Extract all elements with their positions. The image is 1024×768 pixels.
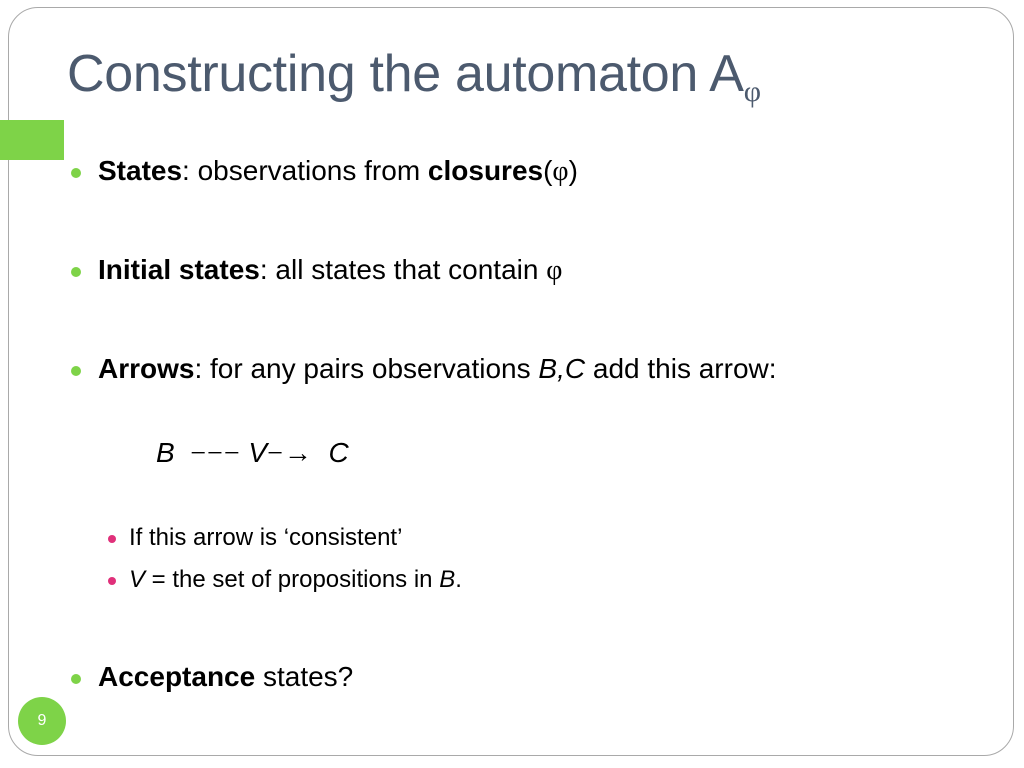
accent-bar	[0, 120, 64, 160]
sub-bullet-period: .	[455, 566, 462, 593]
bullet-states-closures: closures	[427, 155, 544, 186]
paren-close: )	[568, 155, 578, 186]
bullet-acceptance: Acceptance states?	[71, 661, 354, 693]
bullet-dot-icon	[71, 674, 81, 684]
sub-bullet-v-definition: V = the set of propositions in B.	[108, 566, 462, 594]
page-number: 9	[18, 697, 66, 745]
sub-bullet-b: B	[439, 566, 456, 593]
sub-bullet-v-text: the set of propositions in	[172, 566, 440, 593]
sub-bullet-v: V	[129, 566, 146, 593]
bullet-dot-icon	[71, 366, 81, 376]
bullet-acceptance-label: Acceptance	[98, 661, 256, 692]
phi-symbol: φ	[546, 255, 563, 286]
phi-symbol: φ	[552, 156, 569, 187]
formula-arrow: −→	[267, 438, 313, 469]
sub-bullet-dot-icon	[108, 577, 116, 585]
bullet-initial-text: : all states that contain	[259, 254, 547, 285]
bullet-dot-icon	[71, 168, 81, 178]
sub-bullet-consistent: If this arrow is ‘consistent’	[108, 524, 403, 552]
bullet-arrows-bc: B,C	[538, 353, 586, 384]
slide-title: Constructing the automaton Aφ	[67, 44, 761, 108]
formula-to: C	[328, 437, 349, 468]
slide-frame	[8, 7, 1014, 756]
bullet-arrows-label: Arrows	[98, 353, 195, 384]
sub-bullet-consistent-text: If this arrow is ‘consistent’	[129, 524, 403, 551]
bullet-states-text: : observations from	[182, 155, 428, 186]
title-text: Constructing the automaton A	[67, 45, 744, 103]
bullet-states-label: States	[98, 155, 183, 186]
formula-from: B	[156, 437, 175, 468]
bullet-arrows-text: : for any pairs observations	[194, 353, 539, 384]
sub-bullet-eq: =	[145, 566, 173, 593]
bullet-states: States: observations from closures(φ)	[71, 155, 578, 188]
bullet-acceptance-text: states?	[255, 661, 354, 692]
formula-dashes: −−−	[190, 438, 241, 469]
bullet-initial-states: Initial states: all states that contain …	[71, 254, 563, 287]
title-subscript: φ	[743, 75, 761, 108]
formula-label: V	[248, 437, 268, 468]
paren-open: (	[543, 155, 553, 186]
bullet-arrows-tail: add this arrow:	[585, 353, 777, 384]
bullet-dot-icon	[71, 267, 81, 277]
arrow-formula: B −−− V−→ C	[156, 437, 349, 470]
sub-bullet-dot-icon	[108, 535, 116, 543]
bullet-arrows: Arrows: for any pairs observations B,C a…	[71, 353, 777, 385]
bullet-initial-label: Initial states	[98, 254, 260, 285]
